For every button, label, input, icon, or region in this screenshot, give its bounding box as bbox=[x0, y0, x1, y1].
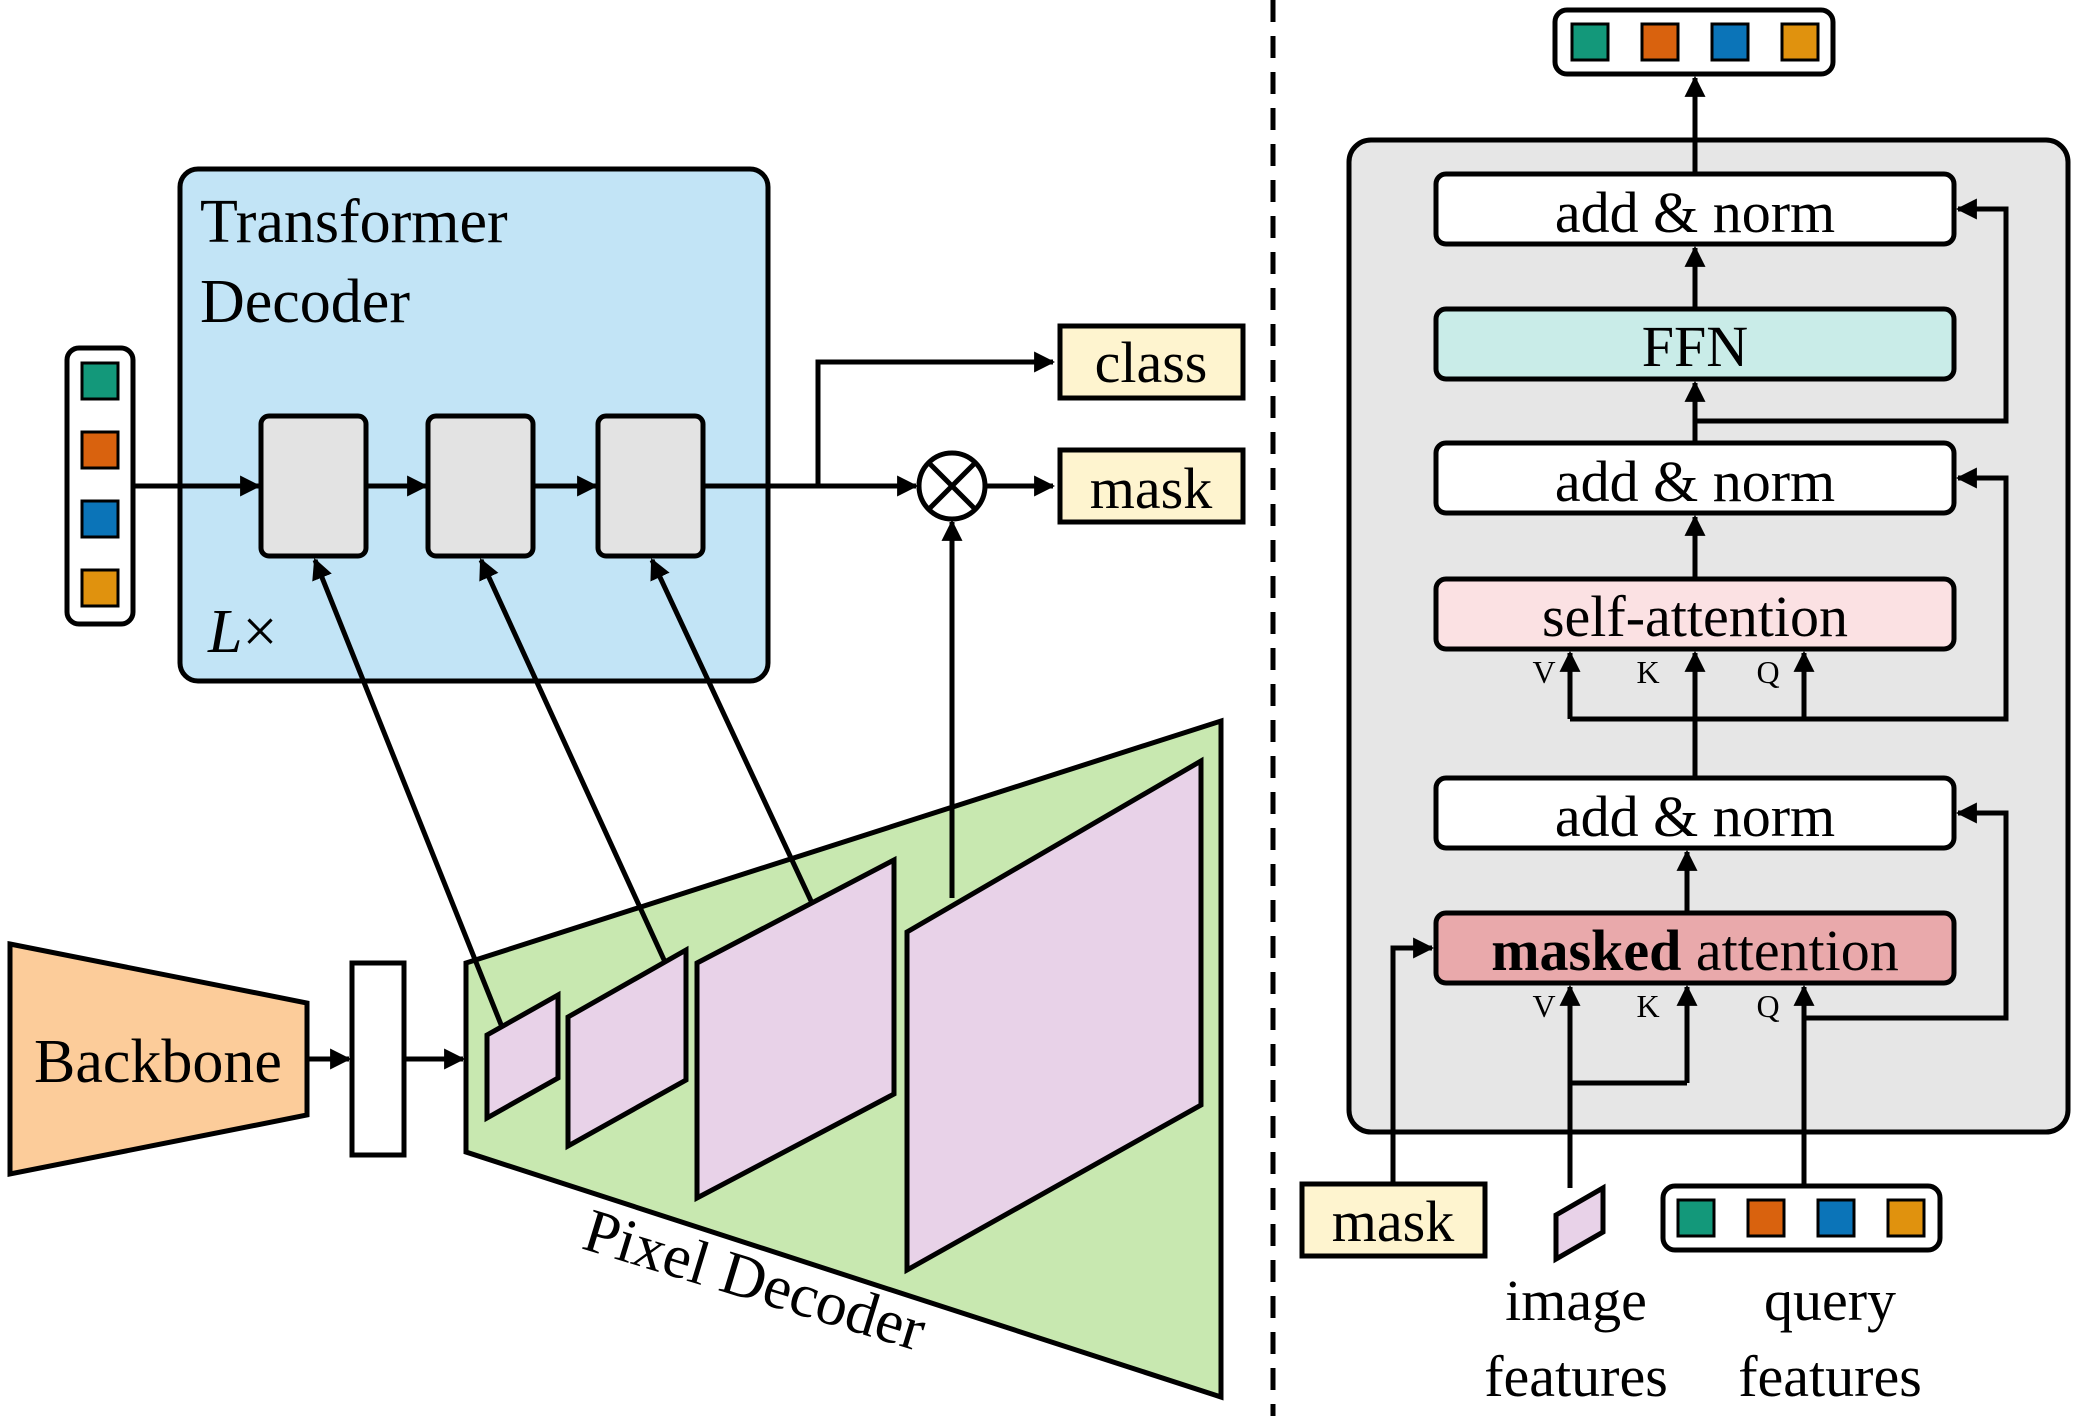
repeat-times: × bbox=[242, 598, 277, 666]
backbone-feature-bar bbox=[349, 960, 407, 1158]
arrow-feature2-to-layer2 bbox=[478, 558, 668, 964]
sa-v-label: V bbox=[1532, 654, 1555, 690]
masked-attention-box bbox=[1433, 910, 1957, 986]
ma-k-label: K bbox=[1636, 988, 1659, 1024]
transformer-title-line1: Transformer bbox=[200, 188, 508, 256]
image-features-line2: features bbox=[1484, 1344, 1668, 1409]
self-attention-label: self-attention bbox=[1542, 584, 1848, 649]
query-features-line1: query bbox=[1764, 1268, 1896, 1333]
class-output-box bbox=[1057, 323, 1246, 401]
query-features-line2: features bbox=[1738, 1344, 1922, 1409]
query-feature-1 bbox=[1676, 1198, 1716, 1238]
output-token-stack bbox=[1552, 7, 1836, 77]
image-features-line1: image bbox=[1505, 1268, 1647, 1333]
mask-input-label: mask bbox=[1332, 1189, 1454, 1254]
add-norm-mid-label: add & norm bbox=[1555, 449, 1835, 514]
query-feature-2 bbox=[1746, 1198, 1786, 1238]
backbone-block bbox=[7, 940, 310, 1178]
feature-map-2 bbox=[565, 945, 689, 1151]
masked-attention-rest: attention bbox=[1681, 918, 1898, 983]
arrow-feature1-to-layer1 bbox=[312, 558, 505, 1028]
masked-attention-label: masked attention bbox=[1491, 918, 1899, 983]
ffn-label: FFN bbox=[1642, 314, 1748, 379]
masked-attention-bold: masked bbox=[1491, 918, 1681, 983]
query-token-4 bbox=[80, 568, 120, 608]
output-token-4 bbox=[1780, 22, 1820, 62]
feature-map-3 bbox=[694, 855, 897, 1203]
residual-to-addnorm-bottom bbox=[1804, 802, 2009, 1021]
sa-k-label: K bbox=[1636, 654, 1659, 690]
ma-v-label: V bbox=[1532, 988, 1555, 1024]
ma-q-label: Q bbox=[1756, 988, 1779, 1024]
arrow-feature3-to-layer3 bbox=[649, 558, 815, 905]
query-token-2 bbox=[80, 430, 120, 470]
sa-q-label: Q bbox=[1756, 654, 1779, 690]
decoder-layer-2 bbox=[425, 413, 536, 559]
output-token-3 bbox=[1710, 22, 1750, 62]
feature-map-1 bbox=[484, 990, 561, 1123]
arrow-mask-to-masked-attention bbox=[1390, 937, 1435, 1184]
residual-to-addnorm-top bbox=[1695, 198, 2009, 424]
query-token-1 bbox=[80, 361, 120, 401]
transformer-title-line2: Decoder bbox=[200, 268, 410, 336]
mask-output-box bbox=[1057, 447, 1246, 525]
decoder-layer-3 bbox=[595, 413, 706, 559]
mask-input-box bbox=[1299, 1181, 1488, 1259]
query-token-3 bbox=[80, 499, 120, 539]
repeat-label: L× bbox=[207, 598, 277, 666]
arrow-to-class bbox=[815, 351, 1056, 486]
add-norm-bottom-label: add & norm bbox=[1555, 784, 1835, 849]
mask-output-label: mask bbox=[1090, 456, 1212, 521]
output-token-2 bbox=[1640, 22, 1680, 62]
backbone-label: Backbone bbox=[34, 1028, 282, 1096]
residual-to-addnorm-mid bbox=[1695, 467, 2009, 722]
class-output-label: class bbox=[1095, 330, 1208, 395]
decoder-layer-1 bbox=[258, 413, 369, 559]
product-cross-b bbox=[927, 461, 977, 511]
image-feature-icon bbox=[1553, 1183, 1606, 1264]
repeat-symbol: L bbox=[207, 598, 242, 666]
query-feature-4 bbox=[1886, 1198, 1926, 1238]
output-token-1 bbox=[1570, 22, 1610, 62]
query-feature-3 bbox=[1816, 1198, 1856, 1238]
feature-map-4 bbox=[904, 756, 1204, 1275]
query-features-stack bbox=[1660, 1183, 1943, 1253]
add-norm-top-label: add & norm bbox=[1555, 180, 1835, 245]
